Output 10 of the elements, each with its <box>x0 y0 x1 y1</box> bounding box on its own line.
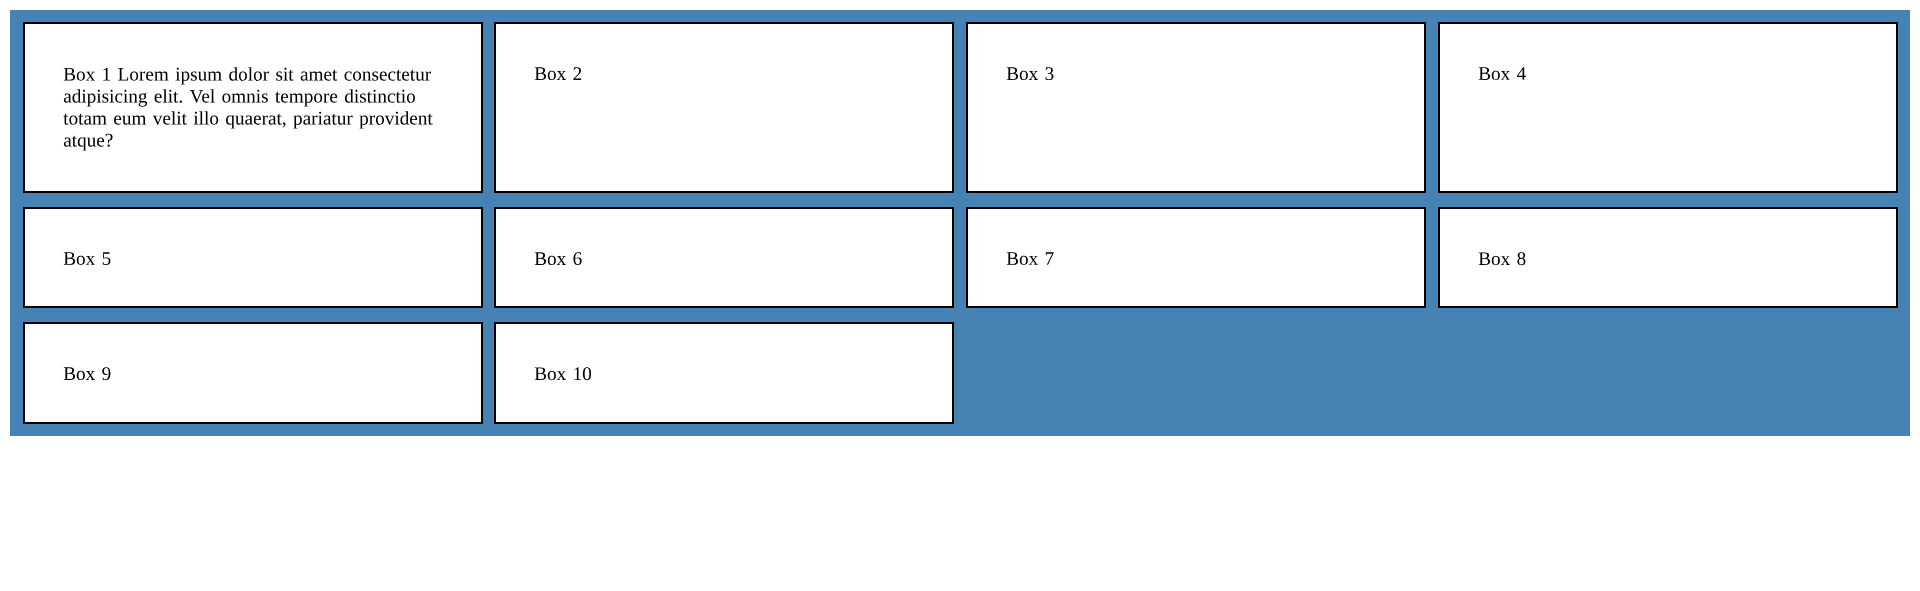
text-box: Box 5 <box>23 207 483 308</box>
text-box: Box 9 <box>23 322 483 424</box>
text-box: Box 1 Lorem ipsum dolor sit amet consectetur adipisicing elit. Vel omnis tempore distinctio totam eum velit illo quaerat, pariatur provident atque? <box>23 22 483 193</box>
text-box: Box 4 <box>1438 22 1898 193</box>
text-box: Box 6 <box>494 207 954 308</box>
text-box: Box 3 <box>966 22 1426 193</box>
text-box: Box 7 <box>966 207 1426 308</box>
text-box: Box 2 <box>494 22 954 193</box>
text-box: Box 10 <box>494 322 954 424</box>
text-box: Box 8 <box>1438 207 1898 308</box>
